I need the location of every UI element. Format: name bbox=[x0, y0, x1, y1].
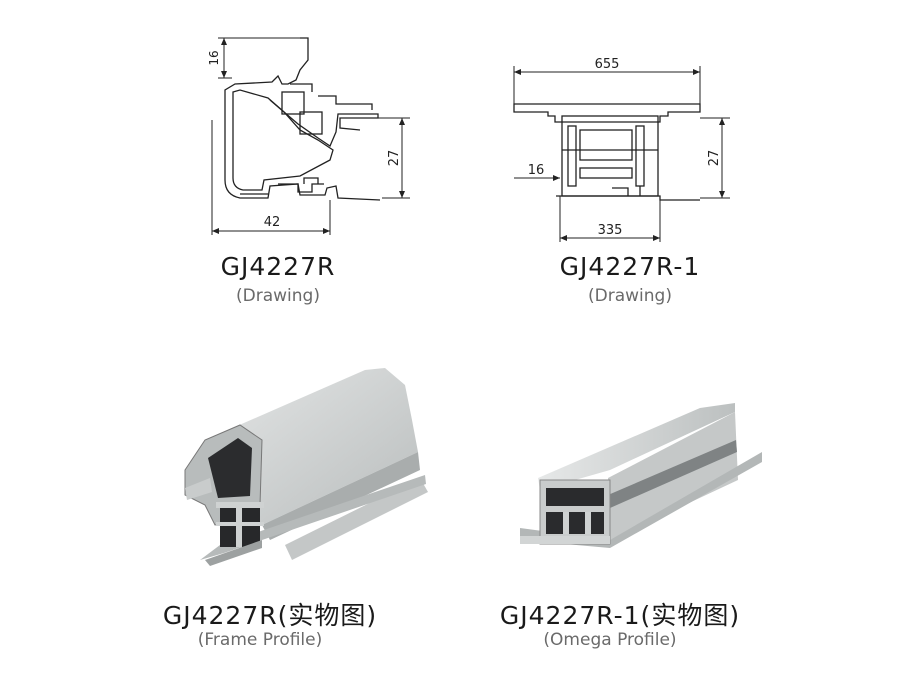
caption-subtitle-frame-profile: (Frame Profile) bbox=[197, 630, 323, 650]
dimension-label-top: 16 bbox=[207, 50, 221, 65]
caption-title-gj4227r: GJ4227R bbox=[220, 252, 336, 281]
profile-outline bbox=[513, 103, 701, 201]
dimension-label-bottom: 335 bbox=[598, 223, 623, 238]
caption-title-gj4227r-photo: GJ4227R(实物图) bbox=[162, 601, 378, 630]
drawing-gj4227r-1: 655 27 16 335 bbox=[513, 57, 730, 242]
drawing-gj4227r: 16 27 42 bbox=[207, 37, 410, 235]
caption-subtitle-gj4227r: (Drawing) bbox=[236, 286, 320, 306]
product-render-frame-profile bbox=[184, 368, 428, 566]
product-render-omega-profile bbox=[520, 403, 762, 548]
dimension-label-right: 27 bbox=[707, 150, 722, 167]
profile-outline bbox=[224, 37, 381, 201]
caption-title-gj4227r-1: GJ4227R-1 bbox=[559, 252, 701, 281]
dimension-label-top: 655 bbox=[595, 57, 620, 72]
dimension-label-left: 16 bbox=[528, 163, 545, 178]
dimension-label-right: 27 bbox=[387, 150, 402, 167]
dimension-label-bottom: 42 bbox=[264, 215, 281, 230]
caption-subtitle-omega-profile: (Omega Profile) bbox=[543, 630, 677, 650]
caption-subtitle-gj4227r-1: (Drawing) bbox=[588, 286, 672, 306]
caption-title-gj4227r-1-photo: GJ4227R-1(实物图) bbox=[499, 601, 741, 630]
